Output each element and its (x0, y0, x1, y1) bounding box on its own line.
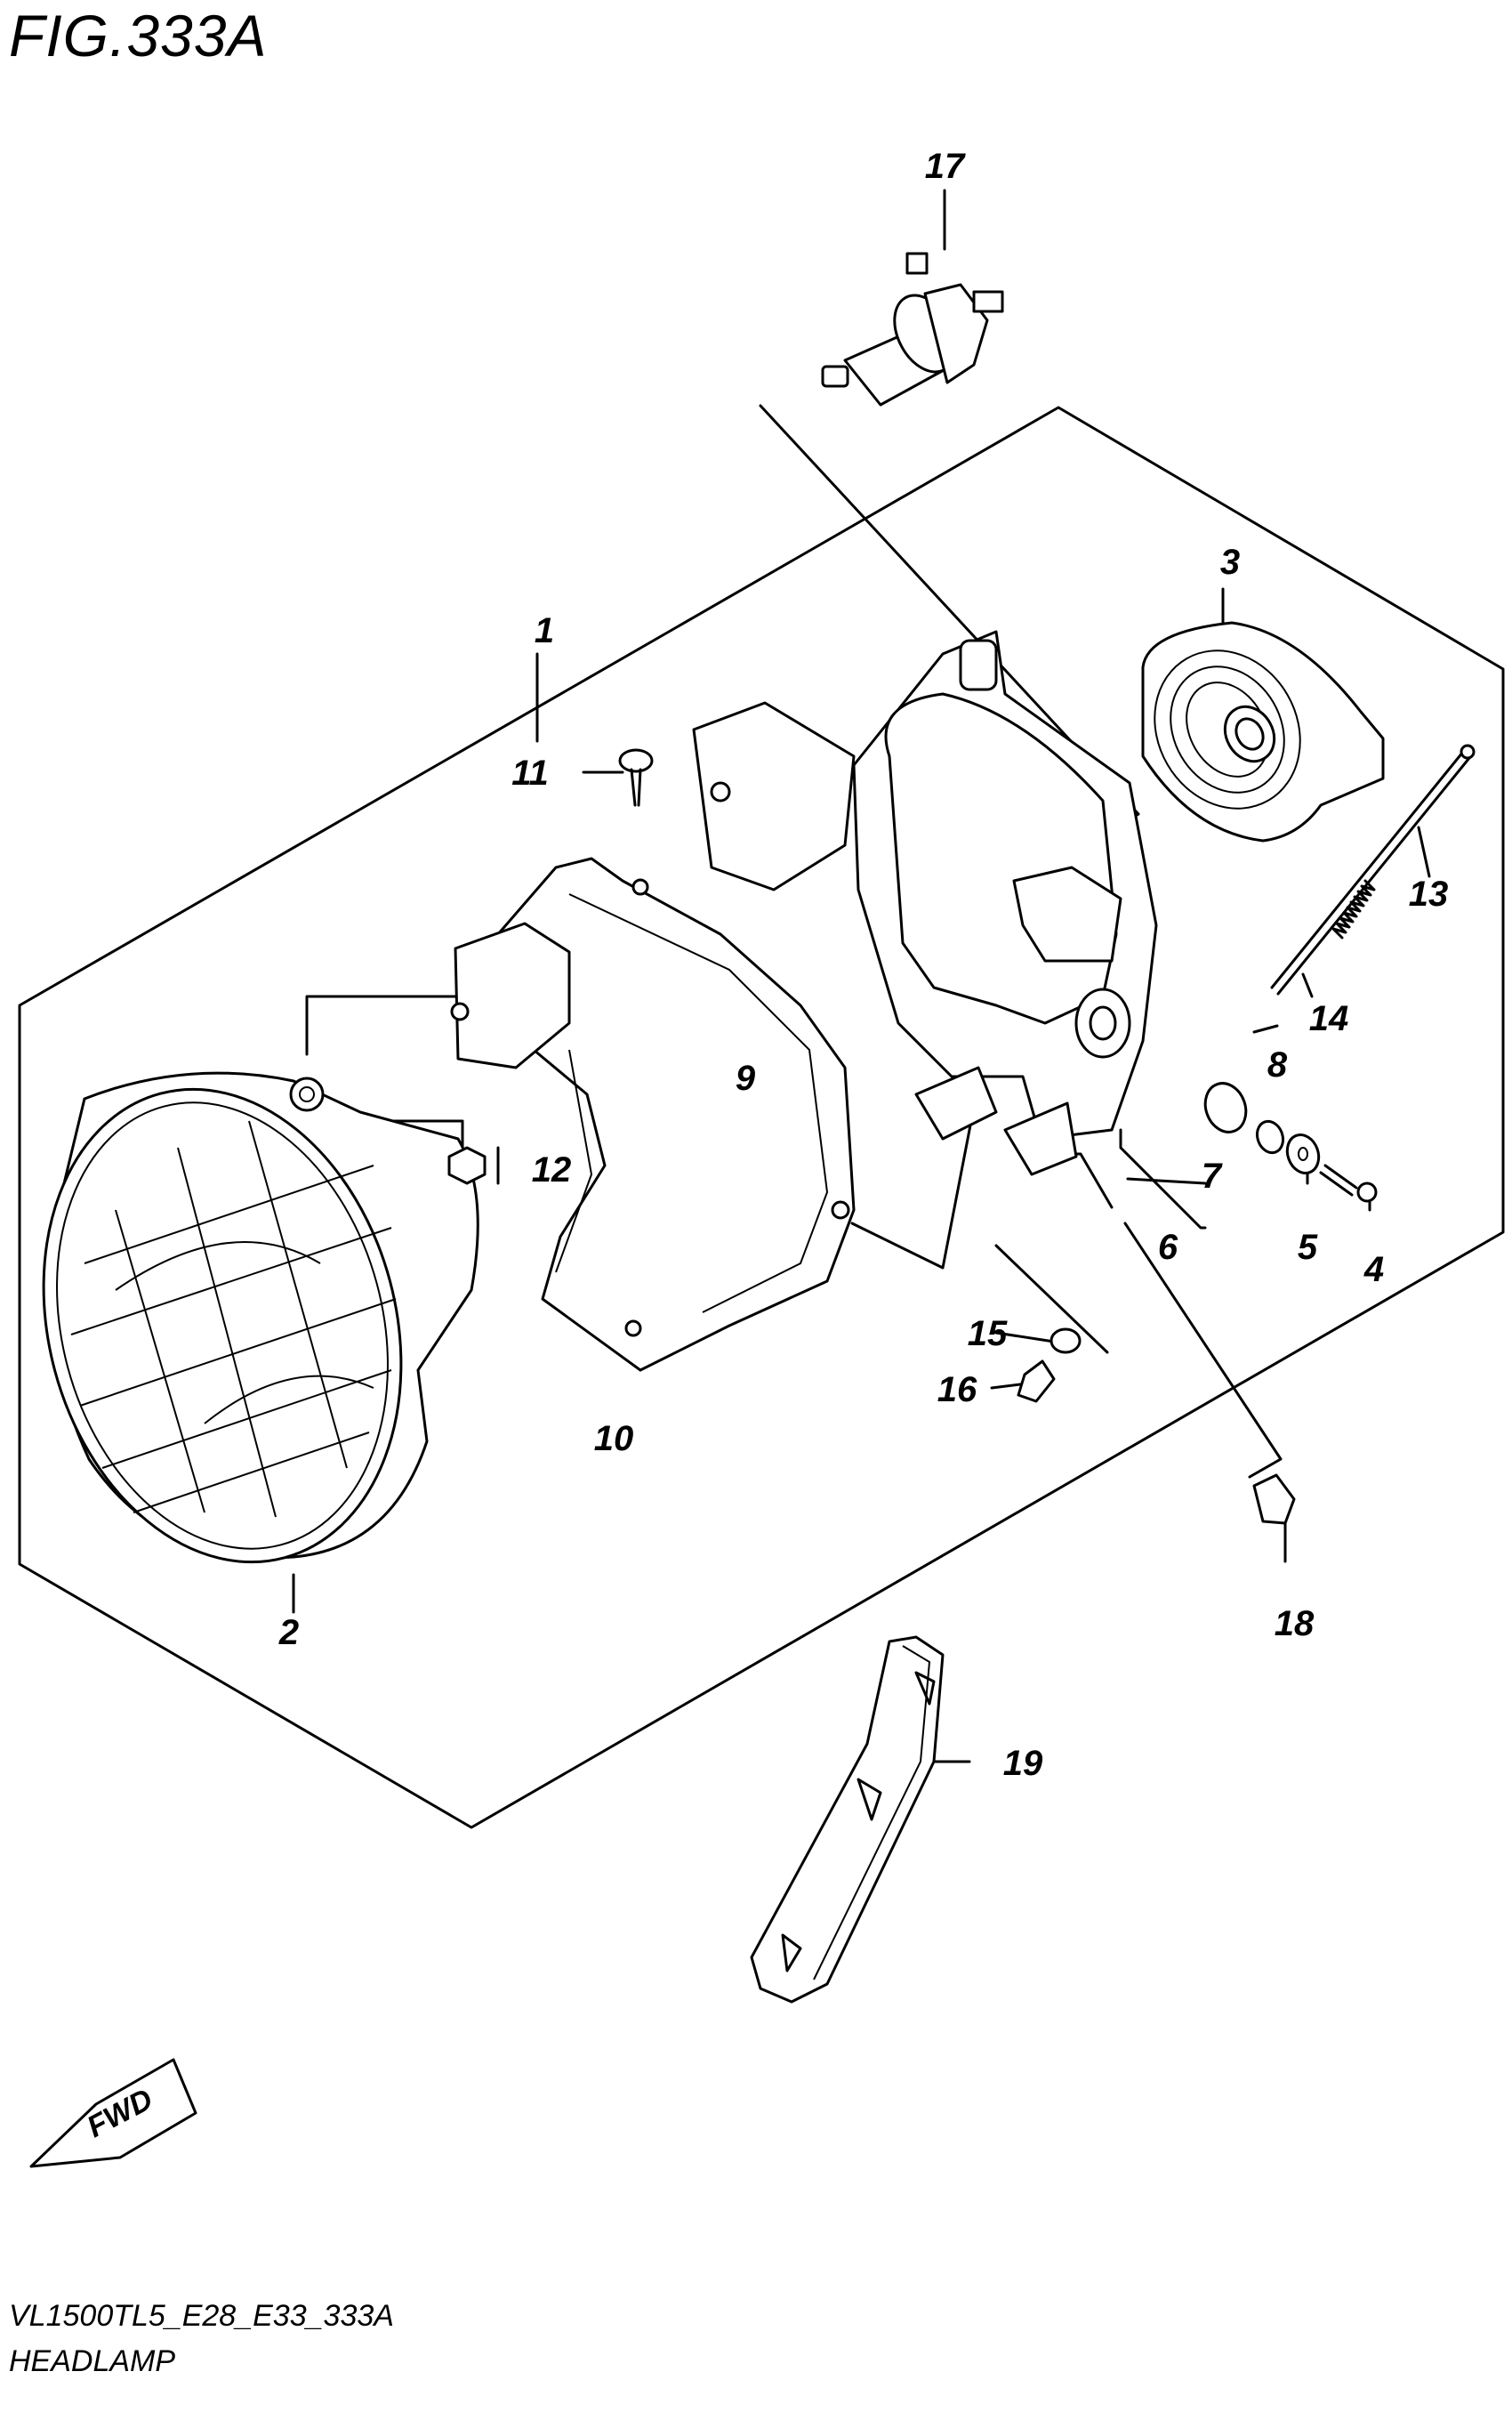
bulb-17 (821, 252, 1004, 407)
callout-1: 1 (535, 611, 554, 650)
washer-5 (1285, 1133, 1321, 1174)
callout-16: 16 (937, 1370, 977, 1409)
diagram-code: VL1500TL5_E28_E33_333A (9, 2299, 394, 2333)
callout-9: 9 (736, 1059, 756, 1098)
callout-18: 18 (1275, 1604, 1315, 1643)
grommet-15 (1050, 1327, 1082, 1354)
mounting-bracket-6 (852, 630, 1158, 1176)
callout-11: 11 (511, 754, 549, 793)
callout-12: 12 (532, 1150, 572, 1190)
assembly-outline (18, 406, 1505, 1829)
headlamp-unit-2 (42, 1071, 479, 1564)
callout-8: 8 (1267, 1045, 1288, 1085)
adjusting-screw-13 (1270, 744, 1476, 996)
nut-12 (447, 1146, 487, 1185)
collar-16 (1017, 1359, 1056, 1403)
callout-15: 15 (968, 1314, 1008, 1353)
callout-17: 17 (925, 147, 966, 186)
callout-2: 2 (278, 1613, 299, 1652)
callout-4: 4 (1363, 1250, 1384, 1289)
figure-title: FIG.333A (9, 3, 268, 69)
leader-lines (292, 404, 1431, 1763)
support-bracket-10 (450, 857, 856, 1372)
reflector-19 (750, 1635, 945, 2004)
callout-6: 6 (1158, 1228, 1178, 1267)
callout-7: 7 (1202, 1157, 1223, 1196)
diagram-name: HEADLAMP (9, 2344, 176, 2378)
callout-10: 10 (594, 1419, 634, 1458)
callout-5: 5 (1298, 1228, 1318, 1267)
collar-8 (1255, 1119, 1285, 1155)
callout-3: 3 (1220, 543, 1240, 582)
bolt-18 (1252, 1473, 1296, 1525)
callout-numbers: 1 2 3 4 5 6 7 8 9 10 11 12 13 14 15 16 1… (278, 147, 1448, 1783)
screw-11 (618, 748, 654, 807)
spring-14 (1331, 879, 1376, 940)
callout-13: 13 (1409, 875, 1449, 914)
cushion-7 (1203, 1082, 1248, 1133)
screw-4 (1319, 1164, 1378, 1203)
callout-19: 19 (1003, 1744, 1043, 1783)
fwd-arrow: FWD (29, 2058, 197, 2168)
housing-3 (1141, 621, 1385, 843)
callout-14: 14 (1309, 999, 1349, 1038)
